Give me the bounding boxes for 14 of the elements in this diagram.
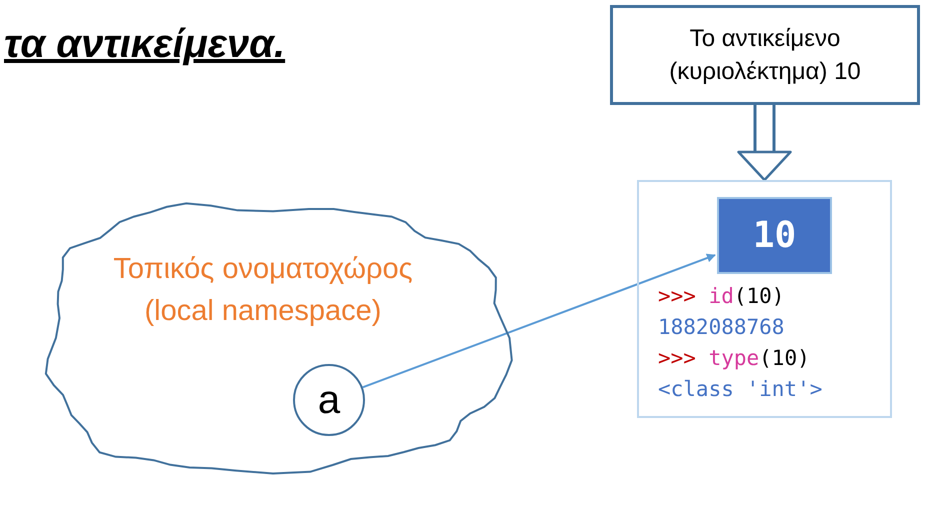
callout-text: Το αντικείμενο (κυριολέκτημα) 10 [668,24,862,87]
value-text: 10 [752,215,796,256]
code-line: <class 'int'> [658,376,822,403]
code-line: >>> type(10) [658,345,810,372]
block-arrow [737,105,792,182]
code-line: >>> id(10) [658,283,784,310]
heading: τα αντικείμενα. [4,22,286,67]
code-line: 1882088768 [658,314,784,341]
callout-box [610,5,920,105]
value-box [717,197,832,274]
variable-name: a [318,378,340,422]
namespace-label: Τοπικός ονοματοχώρος (local namespace) [112,252,414,329]
object-panel [637,180,892,418]
arrow [362,254,716,388]
